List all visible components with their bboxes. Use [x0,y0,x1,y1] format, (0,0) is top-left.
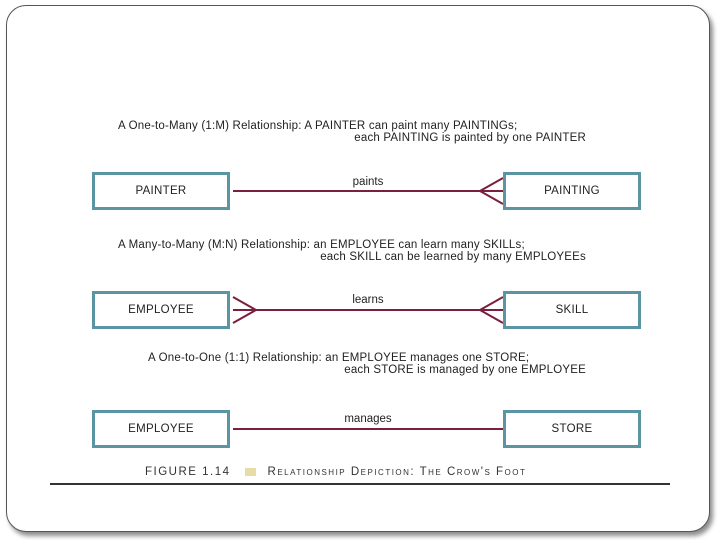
crows-foot-skill [479,296,504,324]
caption-many-to-many: A Many-to-Many (M:N) Relationship: an EM… [118,239,588,269]
caption-1m-line2: each PAINTING is painted by one PAINTER [354,132,586,144]
figure-rule [50,483,670,485]
crows-foot-employee [232,296,257,324]
entity-painter: PAINTER [92,172,230,210]
entity-employee-manages: EMPLOYEE [92,410,230,448]
crows-foot-painting [479,177,504,205]
figure-caption: FIGURE 1.14 Relationship Depiction: The … [145,466,526,478]
figure-title: Relationship Depiction: The Crow's Foot [267,466,527,478]
caption-1m-line1: A One-to-Many (1:M) Relationship: A PAIN… [118,120,518,132]
entity-painting: PAINTING [503,172,641,210]
figure-number: FIGURE 1.14 [145,466,231,478]
entity-skill: SKILL [503,291,641,329]
caption-one-to-many: A One-to-Many (1:M) Relationship: A PAIN… [118,120,588,150]
entity-employee-learns: EMPLOYEE [92,291,230,329]
caption-mn-line2: each SKILL can be learned by many EMPLOY… [320,251,586,263]
entity-store: STORE [503,410,641,448]
caption-11-line2: each STORE is managed by one EMPLOYEE [344,364,586,376]
caption-mn-line1: A Many-to-Many (M:N) Relationship: an EM… [118,239,525,251]
caption-11-line1: A One-to-One (1:1) Relationship: an EMPL… [148,352,530,364]
relationship-label-paints: paints [352,176,384,188]
relationship-label-learns: learns [352,294,384,306]
relationship-label-manages: manages [344,413,392,425]
figure-marker [244,468,256,476]
caption-one-to-one: A One-to-One (1:1) Relationship: an EMPL… [148,352,588,382]
